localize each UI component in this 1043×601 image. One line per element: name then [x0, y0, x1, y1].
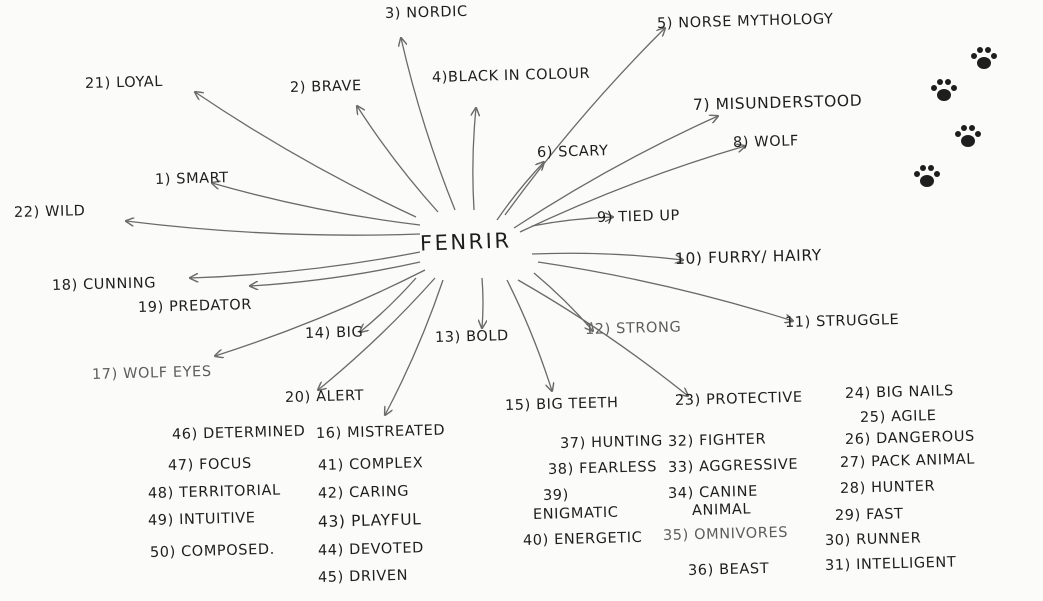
arrow-protective [517, 279, 688, 396]
node-wolf: 8) WOLF [732, 133, 800, 151]
node-struggle: 11) STRUGGLE [784, 312, 900, 331]
node-cunning: 18) CUNNING [51, 275, 157, 294]
arrow-misunderstood [513, 116, 718, 229]
node-fighter: 32) FIGHTER [667, 431, 767, 450]
node-enigmatic-number: 39) [542, 487, 570, 504]
node-tied-up: 9) TIED UP [596, 207, 681, 226]
node-fearless: 38) FEARLESS [547, 459, 658, 478]
arrow-struggle [537, 261, 793, 321]
node-smart: 1) SMART [154, 170, 229, 188]
arrow-brave [357, 106, 439, 213]
paw-print-icon [955, 125, 981, 147]
node-enigmatic: ENIGMATIC [532, 504, 619, 523]
node-aggressive: 33) AGGRESSIVE [667, 456, 799, 476]
node-predator: 19) PREDATOR [137, 297, 253, 316]
node-nordic: 3) NORDIC [384, 3, 468, 22]
node-intuitive: 49) INTUITIVE [147, 510, 256, 529]
node-canine-animal: ANIMAL [691, 501, 752, 519]
arrow-norse [504, 28, 665, 216]
node-runner: 30) RUNNER [824, 530, 922, 549]
node-hunting: 37) HUNTING [559, 433, 664, 452]
node-hunter: 28) HUNTER [839, 478, 936, 497]
node-energetic: 40) ENERGETIC [522, 529, 643, 549]
arrow-cunning [190, 251, 421, 278]
arrow-black [473, 108, 476, 211]
arrow-smart [212, 183, 421, 226]
node-big-nails: 24) BIG NAILS [844, 383, 955, 402]
node-bold: 13) BOLD [434, 328, 510, 346]
node-driven: 45) DRIVEN [317, 567, 409, 586]
node-fast: 29) FAST [834, 506, 904, 524]
node-focus: 47) FOCUS [167, 455, 252, 474]
node-mistreated: 16) MISTREATED [315, 422, 446, 442]
arrow-wolf [519, 146, 745, 233]
node-caring: 42) CARING [317, 483, 410, 502]
paw-print-icon [971, 47, 997, 69]
node-beast: 36) BEAST [687, 560, 770, 579]
arrow-wolf-eyes [215, 269, 426, 356]
arrow-mistreated [385, 279, 444, 415]
arrow-wild [126, 221, 421, 236]
central-topic: FENRIR [419, 228, 512, 256]
arrow-nordic [401, 38, 456, 211]
arrow-loyal [195, 92, 417, 218]
node-composed: 50) COMPOSED. [149, 541, 276, 561]
paw-print-icon [914, 165, 940, 187]
arrow-tied-up [531, 217, 613, 227]
arrow-scary [496, 162, 544, 221]
node-complex: 41) COMPLEX [317, 455, 424, 474]
node-loyal: 21) LOYAL [84, 73, 164, 92]
node-protective: 23) PROTECTIVE [674, 389, 803, 409]
arrow-alert [318, 277, 436, 390]
node-wild: 22) WILD [13, 203, 86, 221]
node-devoted: 44) DEVOTED [317, 540, 425, 559]
node-big: 14) BIG [304, 324, 364, 342]
arrow-strong [533, 272, 593, 331]
arrow-bold [482, 277, 483, 328]
node-furry-hairy: 10) FURRY/ HAIRY [674, 246, 822, 268]
arrow-furry [531, 252, 683, 260]
arrow-big [360, 277, 417, 332]
node-dangerous: 26) DANGEROUS [844, 428, 976, 448]
node-playful: 43) PLAYFUL [317, 510, 422, 531]
node-alert: 20) ALERT [284, 387, 365, 406]
arrow-big-teeth [506, 279, 552, 391]
node-canine: 34) CANINE [667, 483, 759, 502]
arrow-predator [250, 261, 421, 286]
node-strong: 12) STRONG [584, 319, 682, 338]
node-omnivores: 35) OMNIVORES [662, 524, 789, 544]
node-brave: 2) BRAVE [289, 78, 362, 96]
node-big-teeth: 15) BIG TEETH [504, 395, 619, 414]
node-wolf-eyes: 17) WOLF EYES [91, 363, 212, 383]
node-scary: 6) SCARY [536, 143, 609, 161]
node-agile: 25) AGILE [859, 407, 937, 426]
paw-print-icon [931, 79, 957, 101]
